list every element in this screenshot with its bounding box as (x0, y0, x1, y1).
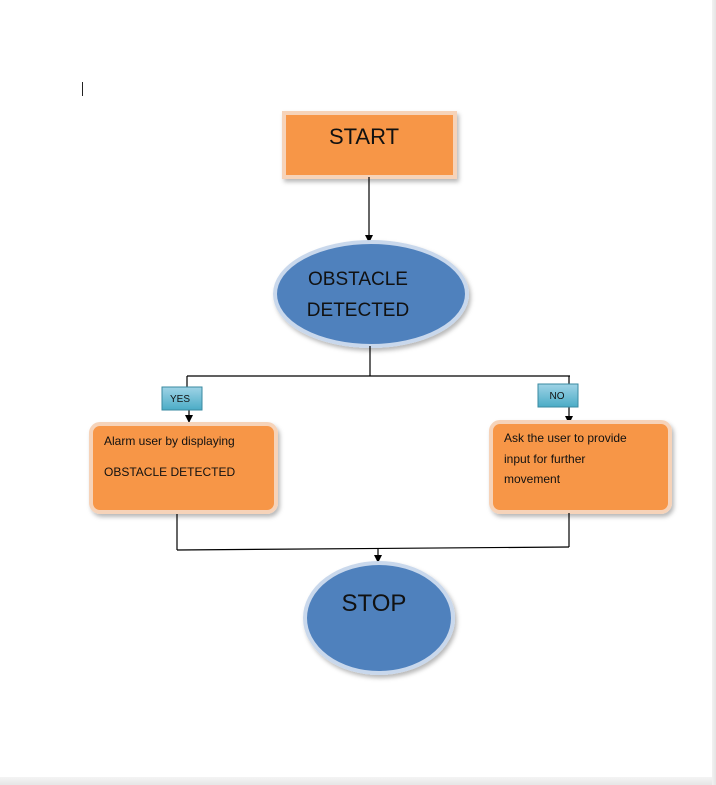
yes-text-line2: OBSTACLE DETECTED (104, 465, 235, 479)
stop-label: STOP (342, 590, 407, 617)
yes-process-node: Alarm user by displaying OBSTACLE DETECT… (89, 422, 278, 514)
merge-connectors (176, 513, 570, 563)
page-edge-bottom (0, 777, 712, 785)
yes-text-line1: Alarm user by displaying (104, 434, 235, 448)
no-process-node: Ask the user to provide input for furthe… (489, 420, 672, 514)
no-text-line1: Ask the user to provide (504, 431, 627, 445)
decision-node: OBSTACLE DETECTED (273, 240, 469, 348)
start-node: START (282, 111, 457, 179)
no-tag: NO (537, 383, 579, 408)
no-text-line2: input for further (504, 452, 585, 466)
text-cursor (82, 82, 83, 96)
no-label: NO (550, 391, 565, 402)
decision-label-line1: OBSTACLE (308, 269, 408, 290)
start-label: START (329, 124, 399, 149)
page-edge-right (712, 0, 716, 785)
branch-connectors (185, 346, 573, 424)
stop-node: STOP (303, 561, 455, 675)
yes-tag: YES (161, 386, 203, 411)
no-text-line3: movement (504, 472, 561, 486)
yes-label: YES (170, 394, 190, 405)
decision-label-line2: DETECTED (307, 300, 409, 321)
